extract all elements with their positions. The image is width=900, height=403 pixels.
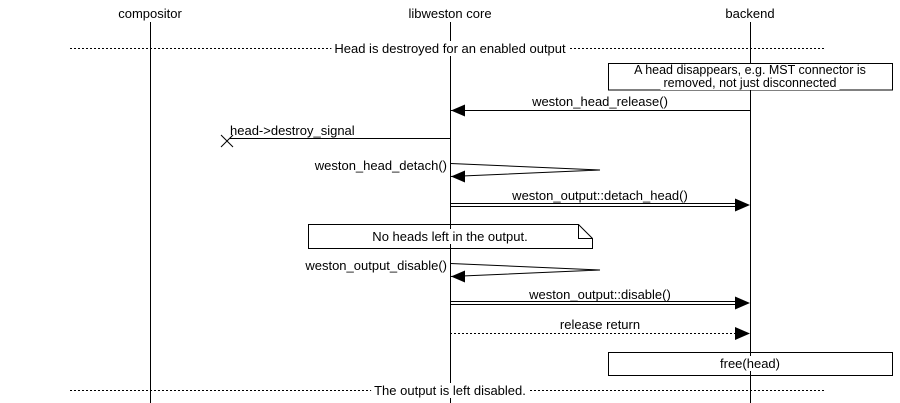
arrowhead-right-weston-output-detach-head bbox=[735, 198, 750, 212]
arrow-line-weston-output-detach-head bbox=[450, 203, 738, 207]
self-arrow-weston-output-disable bbox=[450, 263, 601, 277]
note-box-no-heads-left bbox=[308, 224, 593, 249]
self-arrow-weston-head-detach bbox=[450, 163, 601, 177]
divider-label-head-destroyed: Head is destroyed for an enabled output bbox=[331, 41, 569, 56]
divider-label-output-disabled: The output is left disabled. bbox=[371, 383, 529, 398]
arrowhead-left-weston-output-disable bbox=[451, 270, 465, 283]
note-text-no-heads-left: No heads left in the output. bbox=[369, 229, 531, 244]
message-label-release-return: release return bbox=[559, 317, 641, 332]
participant-label-compositor: compositor bbox=[118, 6, 182, 21]
participant-label-libweston-core: libweston core bbox=[408, 6, 492, 21]
note-box-fold-corner bbox=[578, 224, 593, 239]
note-text-head-disappears-line2: removed, not just disconnected bbox=[660, 77, 840, 90]
participant-label-backend: backend bbox=[725, 6, 775, 21]
box-free-head bbox=[608, 352, 893, 376]
arrowhead-left-weston-head-detach bbox=[451, 170, 465, 183]
arrowhead-left-weston-head-release bbox=[451, 104, 465, 117]
arrowhead-right-weston-output-disable-call bbox=[735, 296, 750, 310]
message-label-weston-output-disable: weston_output_disable() bbox=[305, 258, 447, 273]
arrowhead-right-release-return bbox=[735, 327, 750, 340]
arrow-line-weston-output-disable-call bbox=[450, 301, 738, 305]
message-label-weston-head-detach: weston_head_detach() bbox=[314, 158, 447, 173]
box-text-free-head: free(head) bbox=[717, 356, 783, 371]
message-label-weston-output-disable-call: weston_output::disable() bbox=[529, 287, 671, 302]
message-label-weston-head-release: weston_head_release() bbox=[532, 94, 668, 109]
note-box-head-disappears bbox=[608, 63, 893, 91]
message-label-weston-output-detach-head: weston_output::detach_head() bbox=[512, 188, 688, 203]
note-text-head-disappears-line1: A head disappears, e.g. MST connector is bbox=[631, 64, 869, 77]
lost-message-x-icon bbox=[220, 134, 234, 148]
message-label-head-destroy-signal: head->destroy_signal bbox=[230, 123, 355, 138]
